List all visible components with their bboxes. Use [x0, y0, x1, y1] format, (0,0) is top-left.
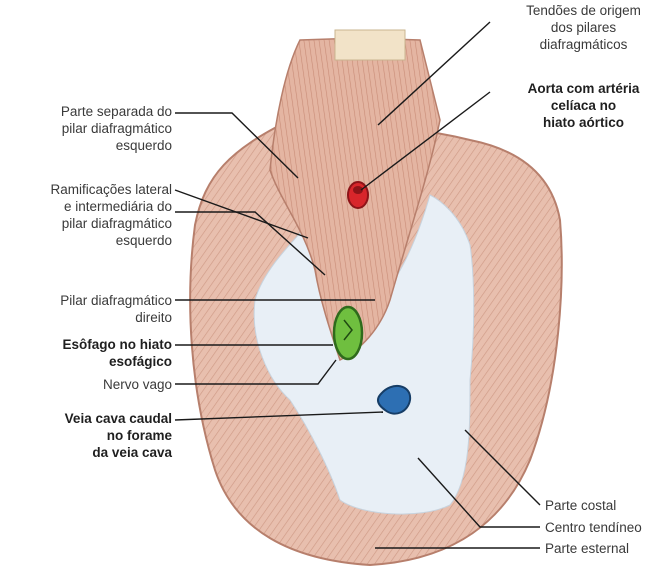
label-line: Parte esternal [545, 540, 665, 557]
label-centro-tendineo: Centro tendíneo [545, 519, 665, 536]
label-line: Parte separada do [0, 103, 172, 120]
label-line: Tendões de origem [500, 2, 667, 19]
label-line: celíaca no [500, 97, 667, 114]
label-line: Esôfago no hiato [0, 336, 172, 353]
label-ramificacoes: Ramificações lateral e intermediária do … [0, 181, 172, 249]
label-line: diafragmáticos [500, 36, 667, 53]
label-line: Aorta com artéria [500, 80, 667, 97]
aorta-icon [348, 182, 368, 208]
label-line: dos pilares [500, 19, 667, 36]
label-line: Pilar diafragmático [0, 292, 172, 309]
label-line: pilar diafragmático [0, 120, 172, 137]
tendon-origin [335, 30, 405, 60]
label-line: esquerdo [0, 232, 172, 249]
label-line: Parte costal [545, 497, 665, 514]
label-line: e intermediária do [0, 198, 172, 215]
label-line: Veia cava caudal [0, 410, 172, 427]
label-line: esofágico [0, 353, 172, 370]
label-line: da veia cava [0, 444, 172, 461]
label-esofago: Esôfago no hiato esofágico [0, 336, 172, 370]
label-line: pilar diafragmático [0, 215, 172, 232]
label-line: esquerdo [0, 137, 172, 154]
label-line: hiato aórtico [500, 114, 667, 131]
label-line: Centro tendíneo [545, 519, 665, 536]
label-aorta: Aorta com artéria celíaca no hiato aórti… [500, 80, 667, 131]
label-nervo-vago: Nervo vago [0, 376, 172, 393]
label-line: Ramificações lateral [0, 181, 172, 198]
label-line: direito [0, 309, 172, 326]
label-tendoes: Tendões de origem dos pilares diafragmát… [500, 2, 667, 53]
label-parte-costal: Parte costal [545, 497, 665, 514]
label-veia-cava: Veia cava caudal no forame da veia cava [0, 410, 172, 461]
label-parte-esternal: Parte esternal [545, 540, 665, 557]
label-pilar-direito: Pilar diafragmático direito [0, 292, 172, 326]
esophagus-icon [334, 307, 362, 359]
label-line: no forame [0, 427, 172, 444]
label-line: Nervo vago [0, 376, 172, 393]
label-parte-separada: Parte separada do pilar diafragmático es… [0, 103, 172, 154]
